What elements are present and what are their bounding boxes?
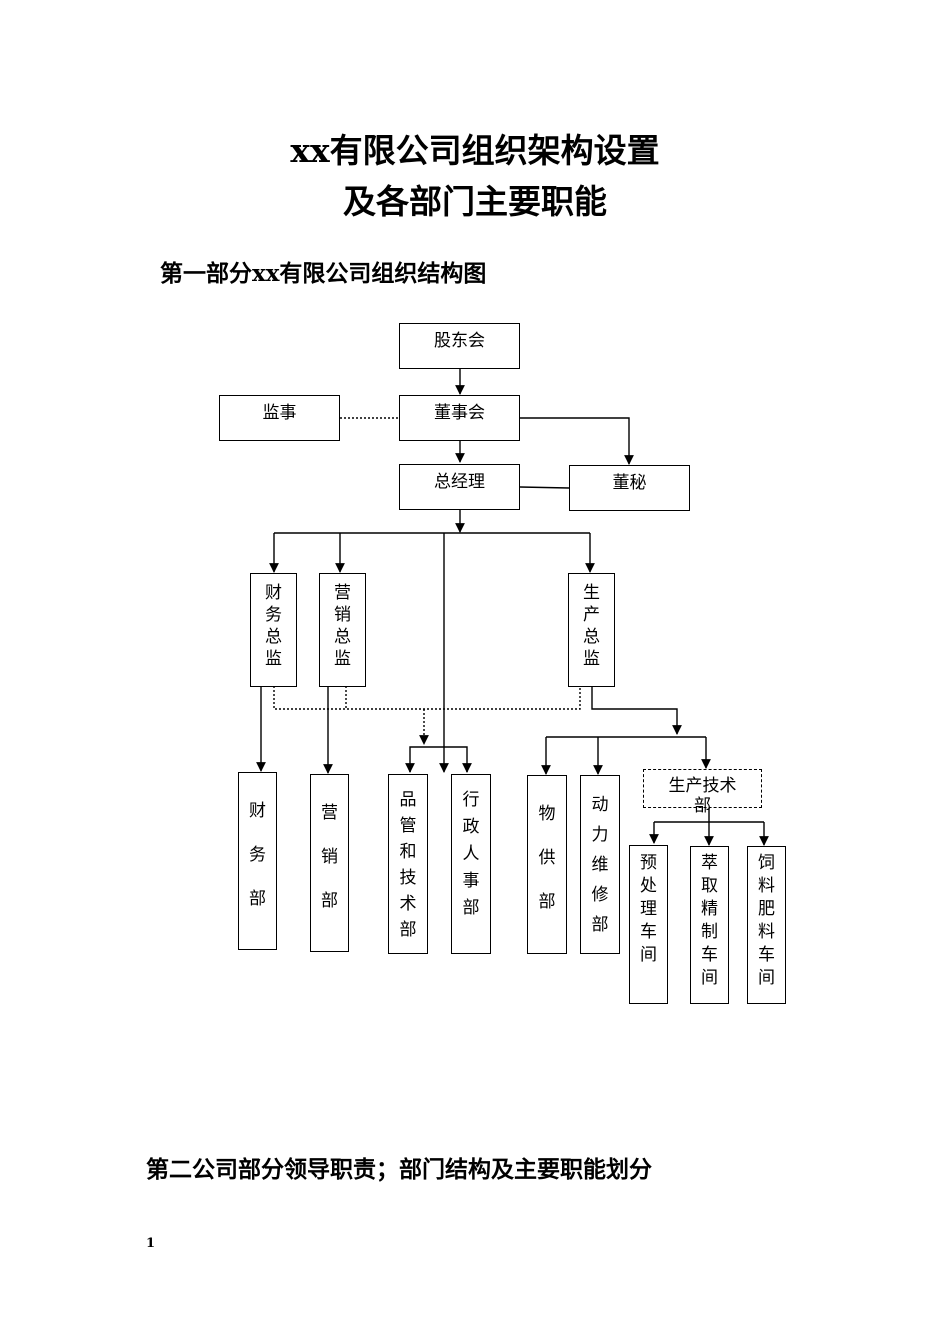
box-supply-dept: 物供部 bbox=[527, 775, 567, 954]
line-dotted-collector bbox=[273, 686, 581, 710]
box-board-secretary: 董秘 bbox=[569, 465, 690, 511]
box-finance-dept-label: 财务部 bbox=[249, 801, 266, 909]
box-power-maint-dept-label: 动力维修部 bbox=[591, 795, 609, 935]
box-admin-hr-dept-label: 行政人事部 bbox=[462, 790, 480, 918]
box-prod-tech-dept-label: 生产技术部 bbox=[668, 776, 737, 816]
line-qa-admin-split bbox=[409, 746, 468, 772]
box-general-manager: 总经理 bbox=[399, 464, 520, 510]
box-coo-label: 生产总监 bbox=[583, 583, 600, 669]
box-supply-dept-label: 物供部 bbox=[538, 804, 556, 912]
box-marketing-dept: 营销部 bbox=[310, 774, 349, 952]
box-board-label: 董事会 bbox=[434, 403, 485, 423]
box-pretreat-workshop-label: 预处理车间 bbox=[640, 853, 657, 965]
line-gm-secretary bbox=[519, 486, 570, 489]
box-marketing-dept-label: 营销部 bbox=[321, 803, 338, 911]
page-number: 1 bbox=[146, 1236, 156, 1251]
box-feed-workshop: 饲料肥料车间 bbox=[747, 846, 786, 1004]
doc-title-line2: 及各部门主要职能 bbox=[343, 182, 607, 221]
box-supervisor: 监事 bbox=[219, 395, 340, 441]
box-extract-workshop: 萃取精制车间 bbox=[690, 846, 729, 1004]
box-finance-dept: 财务部 bbox=[238, 772, 277, 950]
box-pretreat-workshop: 预处理车间 bbox=[629, 845, 668, 1004]
doc-title-line1: xx有限公司组织架构设置 bbox=[290, 131, 660, 170]
box-feed-workshop-label: 饲料肥料车间 bbox=[758, 853, 775, 988]
box-shareholders: 股东会 bbox=[399, 323, 520, 369]
box-cmo-label: 营销总监 bbox=[334, 583, 351, 669]
section2-heading: 第二公司部分领导职责；部门结构及主要职能划分 bbox=[146, 1156, 652, 1183]
box-board-secretary-label: 董秘 bbox=[612, 473, 647, 493]
box-shareholders-label: 股东会 bbox=[434, 331, 485, 351]
box-cfo: 财务总监 bbox=[250, 573, 297, 687]
box-power-maint-dept: 动力维修部 bbox=[580, 775, 620, 954]
line-board-secretary bbox=[520, 417, 634, 465]
box-supervisor-label: 监事 bbox=[262, 403, 297, 423]
box-coo: 生产总监 bbox=[568, 573, 615, 687]
box-extract-workshop-label: 萃取精制车间 bbox=[701, 853, 718, 988]
box-cfo-label: 财务总监 bbox=[265, 583, 282, 669]
box-general-manager-label: 总经理 bbox=[434, 472, 485, 492]
box-prod-tech-dept: 生产技术部 bbox=[643, 769, 762, 816]
box-board: 董事会 bbox=[399, 395, 520, 441]
section1-heading: 第一部分xx有限公司组织结构图 bbox=[160, 260, 487, 287]
box-cmo: 营销总监 bbox=[319, 573, 366, 687]
line-coo-production bbox=[591, 686, 682, 735]
box-quality-tech-dept: 品管和技术部 bbox=[388, 774, 428, 954]
box-quality-tech-dept-label: 品管和技术部 bbox=[399, 790, 417, 940]
box-admin-hr-dept: 行政人事部 bbox=[451, 774, 491, 954]
